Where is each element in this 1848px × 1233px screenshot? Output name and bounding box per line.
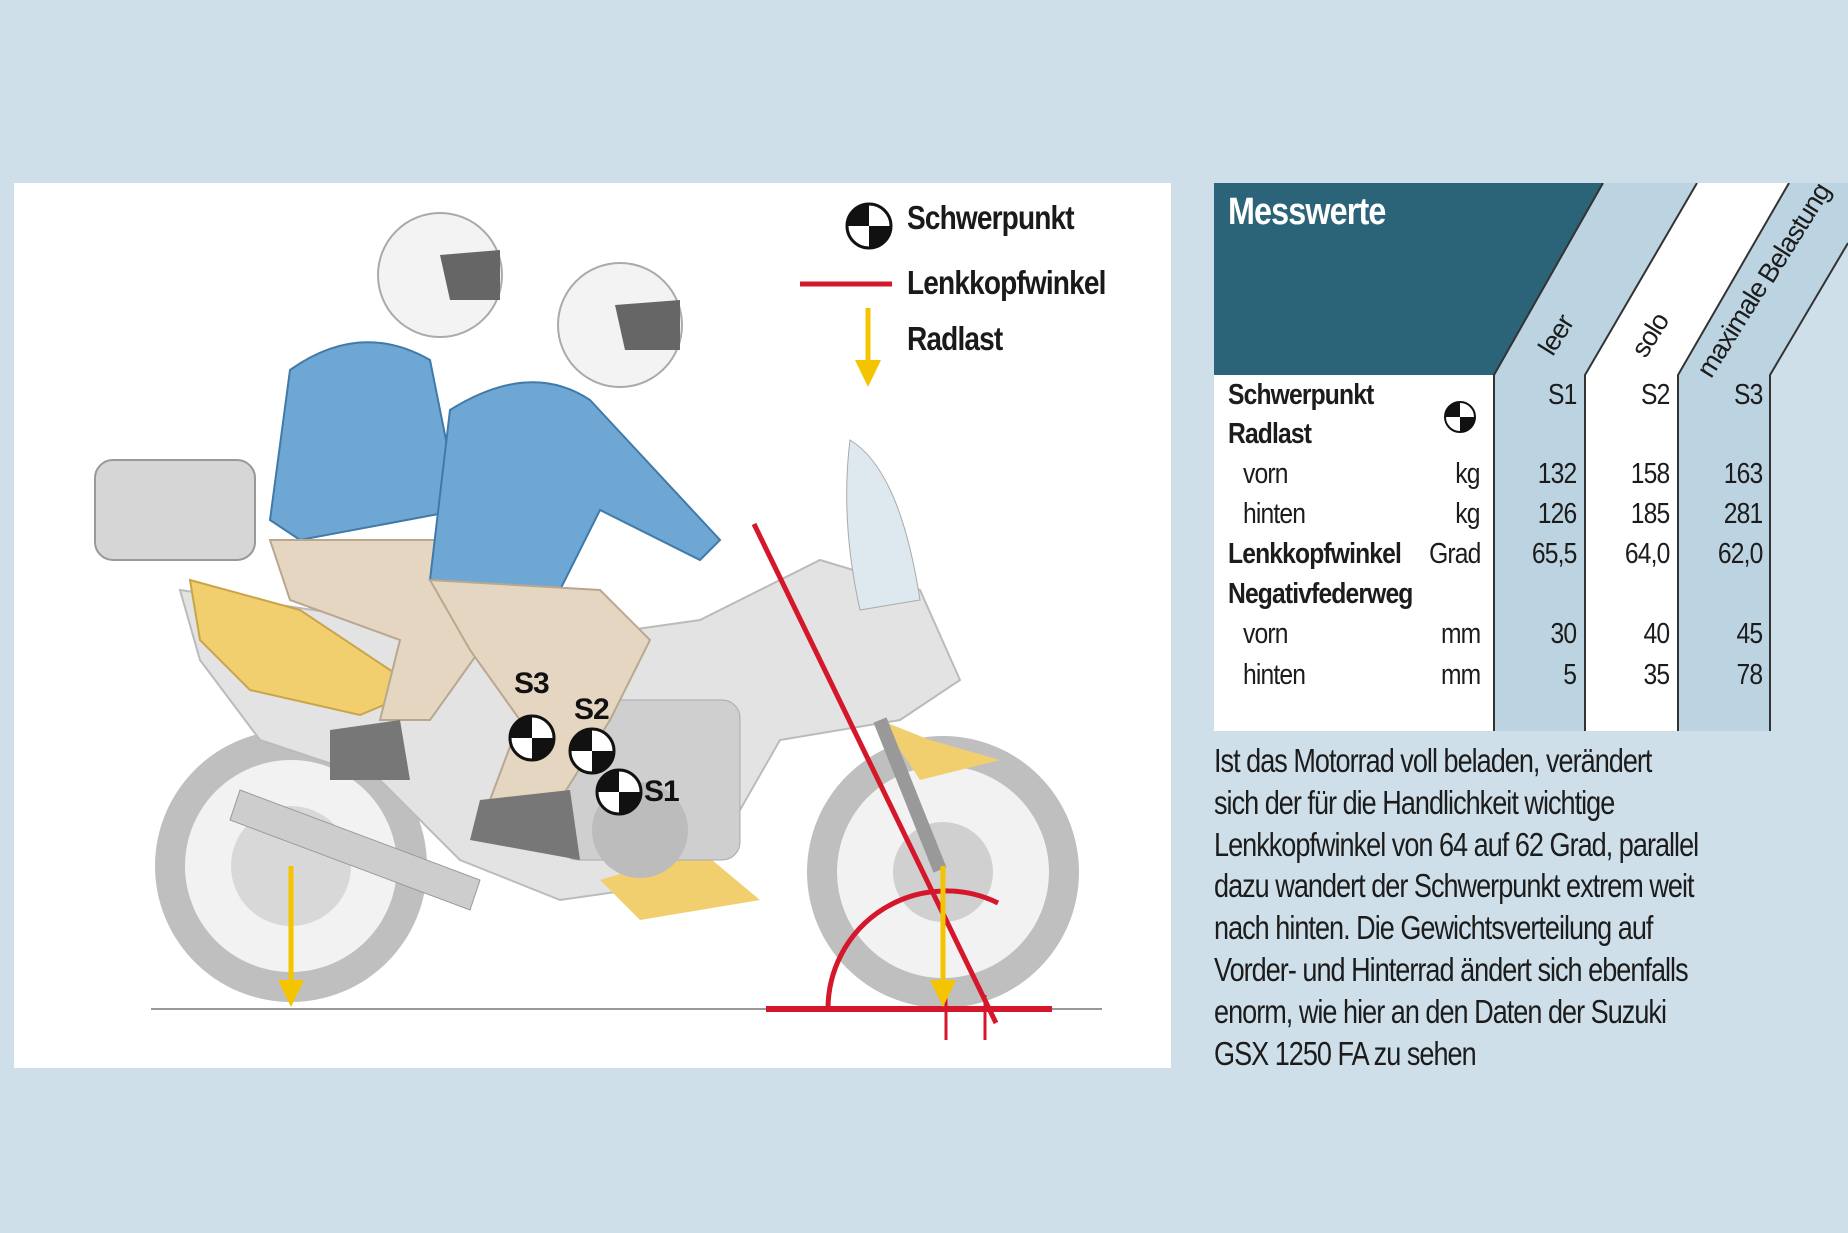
row-unit: kg xyxy=(1455,498,1481,530)
cell-value: 45 xyxy=(1736,618,1763,650)
s1-marker-icon xyxy=(595,768,643,816)
cell-value: 35 xyxy=(1643,659,1670,691)
rear-rider xyxy=(268,212,503,780)
s2-label: S2 xyxy=(574,693,610,726)
front-load-arrow xyxy=(930,866,956,1007)
row-unit: kg xyxy=(1455,458,1481,490)
illustration-drawing xyxy=(94,202,1102,1040)
row-unit: mm xyxy=(1440,659,1481,691)
caption-line: nach hinten. Die Gewichtsverteilung auf xyxy=(1214,909,1653,947)
radlast-legend-icon xyxy=(855,308,881,387)
row-label: Schwerpunkt xyxy=(1228,379,1374,411)
cell-value: 30 xyxy=(1550,618,1577,650)
table-background xyxy=(1214,183,1848,731)
legend-schwerpunkt: Schwerpunkt xyxy=(907,199,1075,236)
legend-lenkkopfwinkel: Lenkkopfwinkel xyxy=(907,264,1106,301)
cell-value: 62,0 xyxy=(1717,538,1762,570)
row-label: vorn xyxy=(1243,458,1288,490)
table-title: Messwerte xyxy=(1228,191,1386,233)
motorcycle-illustration: Schwerpunkt Lenkkopfwinkel Radlast S3 S2… xyxy=(14,183,1171,1068)
row-unit: Grad xyxy=(1428,538,1481,570)
cell-value: 158 xyxy=(1630,458,1669,490)
s1-label: S1 xyxy=(644,775,680,808)
row-label: Radlast xyxy=(1228,418,1312,450)
cell-value: S2 xyxy=(1640,379,1670,411)
topcase xyxy=(94,459,256,561)
caption-line: Vorder- und Hinterrad ändert sich ebenfa… xyxy=(1214,950,1689,988)
cell-value: 126 xyxy=(1537,498,1576,530)
front-rider xyxy=(428,262,722,860)
caption-paragraph: Ist das Motorrad voll beladen, verändert… xyxy=(1214,740,1834,1074)
row-label: hinten xyxy=(1243,498,1306,530)
cell-value: 281 xyxy=(1723,498,1762,530)
caption-line: dazu wandert der Schwerpunkt extrem weit xyxy=(1214,867,1695,905)
rear-load-arrow xyxy=(278,866,304,1007)
row-label: hinten xyxy=(1243,659,1306,691)
row-label: Lenkkopfwinkel xyxy=(1228,538,1402,570)
row-unit: mm xyxy=(1440,618,1481,650)
cell-value: S3 xyxy=(1733,379,1763,411)
cell-value: 78 xyxy=(1736,659,1763,691)
cell-value: 40 xyxy=(1643,618,1670,650)
schwerpunkt-icon xyxy=(1444,401,1476,433)
measurement-table: Messwerte leer solo maximale Belastung S… xyxy=(1214,178,1848,731)
caption-line: Ist das Motorrad voll beladen, verändert xyxy=(1214,742,1652,779)
row-label: Negativfederweg xyxy=(1228,578,1413,610)
steering-angle-lines xyxy=(751,522,1052,1040)
s2-marker-icon xyxy=(568,727,616,775)
cell-value: 64,0 xyxy=(1624,538,1669,570)
caption-line: sich der für die Handlichkeit wichtige xyxy=(1214,783,1615,821)
schwerpunkt-legend-icon xyxy=(845,202,893,250)
cell-value: 5 xyxy=(1563,659,1577,691)
caption-line: enorm, wie hier an den Daten der Suzuki xyxy=(1214,992,1667,1030)
cell-value: 185 xyxy=(1630,498,1669,530)
s3-marker-icon xyxy=(508,714,556,762)
s3-label: S3 xyxy=(514,667,550,700)
row-label: vorn xyxy=(1243,618,1288,650)
caption-line: Lenkkopfwinkel von 64 auf 62 Grad, paral… xyxy=(1214,825,1699,863)
caption-line: GSX 1250 FA zu sehen xyxy=(1214,1034,1477,1072)
cell-value: S1 xyxy=(1547,379,1577,411)
cell-value: 65,5 xyxy=(1531,538,1576,570)
legend-radlast: Radlast xyxy=(907,320,1003,357)
cell-value: 132 xyxy=(1537,458,1576,490)
cell-value: 163 xyxy=(1723,458,1762,490)
